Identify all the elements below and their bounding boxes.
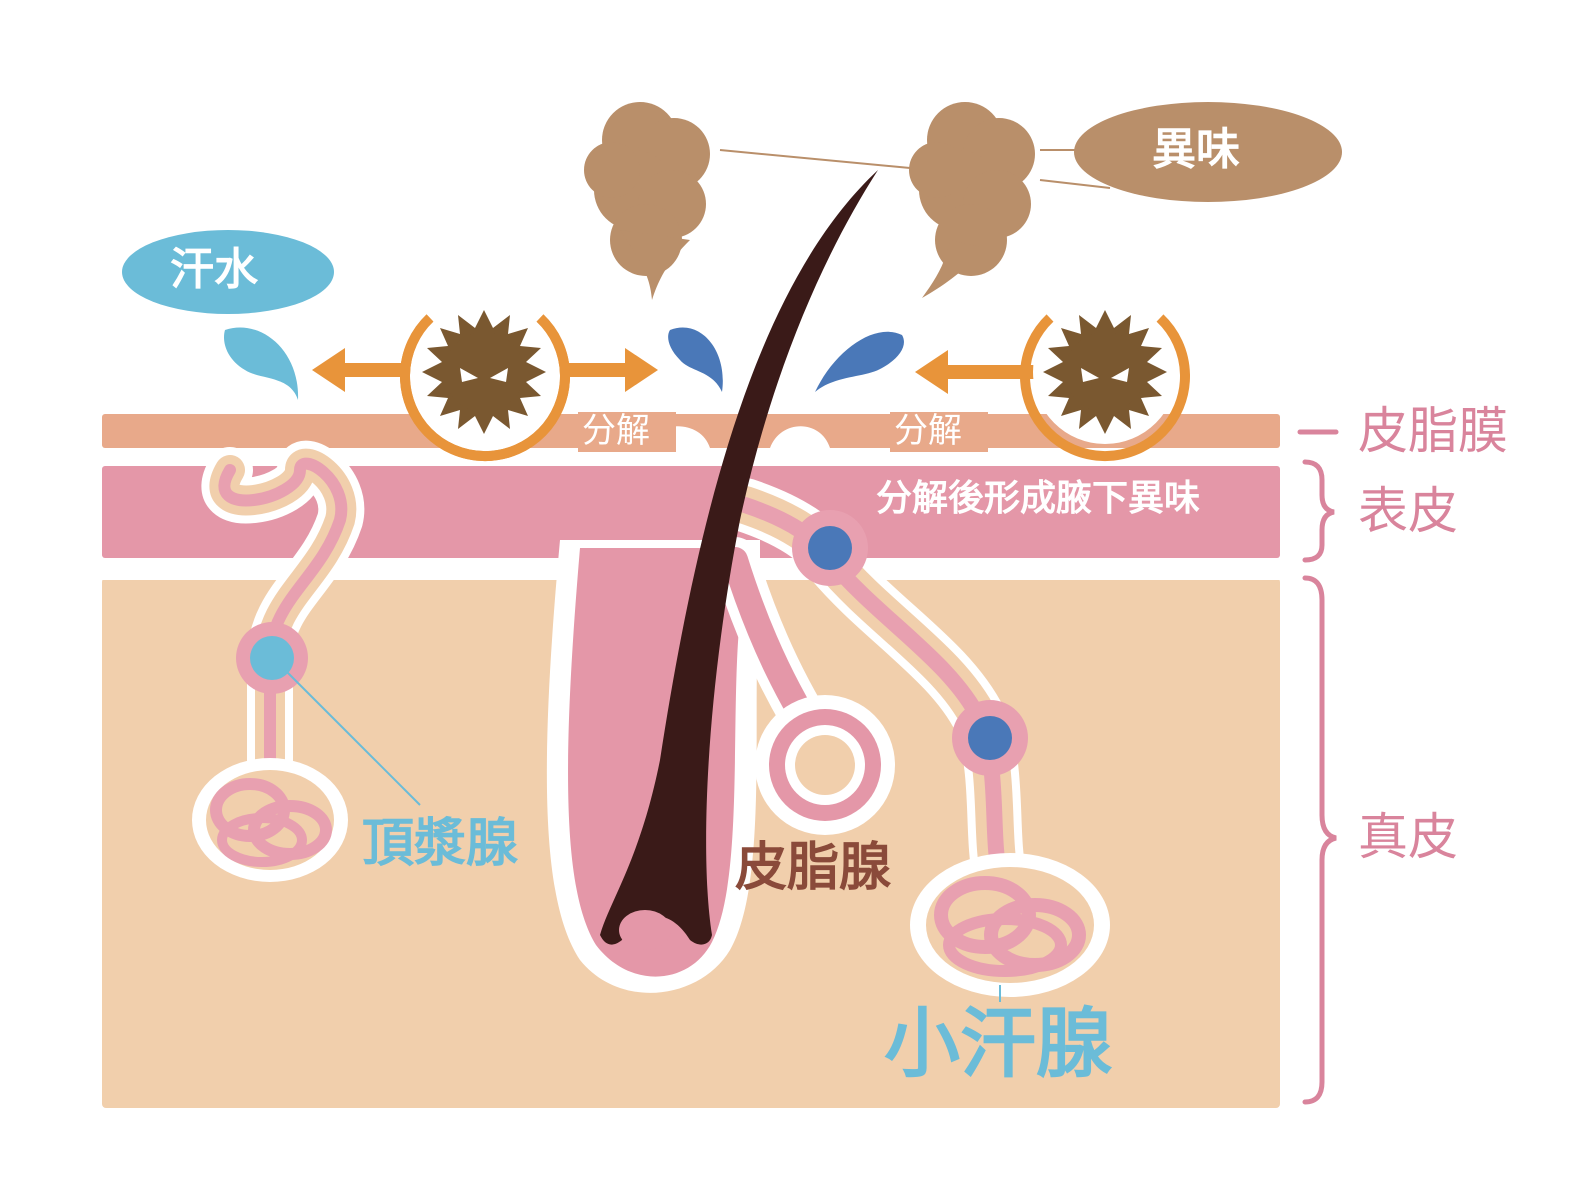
left-decompose-group [312, 300, 676, 462]
odor-label: 異味 [1152, 124, 1240, 175]
sebaceous-gland-label: 皮脂腺 [735, 837, 892, 898]
epidermis-note-label: 分解後形成腋下異味 [876, 477, 1201, 519]
sebum-film-layer-label: 皮脂膜 [1358, 402, 1508, 460]
right-decompose-group [890, 300, 1190, 462]
bacteria-icon [422, 310, 546, 434]
sweat-label: 汗水 [170, 244, 258, 295]
odor-cloud-icon [584, 102, 710, 300]
hair-shaft [600, 170, 878, 945]
epidermis-layer-label: 表皮 [1358, 482, 1458, 540]
sweat-drop-icon [224, 327, 299, 400]
epidermis-layer [102, 466, 1280, 558]
bacteria-icon [1043, 310, 1167, 434]
sweat-drop-icon [668, 327, 723, 392]
sweat-drop-icon [815, 331, 904, 392]
eccrine-gland-duct [718, 478, 1110, 997]
sweat-bubble [122, 230, 334, 314]
odor-cloud-icon [909, 102, 1035, 298]
dermis-layer-label: 真皮 [1358, 808, 1458, 866]
eccrine-gland-label: 小汗腺 [884, 999, 1112, 1088]
odor-bubble [1074, 102, 1342, 202]
layer-brackets [1297, 429, 1339, 1105]
decompose-right-label: 分解 [894, 411, 962, 451]
decompose-left-label: 分解 [582, 411, 650, 451]
apocrine-gland-label: 頂漿腺 [362, 813, 519, 874]
sebaceous-gland [712, 537, 895, 835]
